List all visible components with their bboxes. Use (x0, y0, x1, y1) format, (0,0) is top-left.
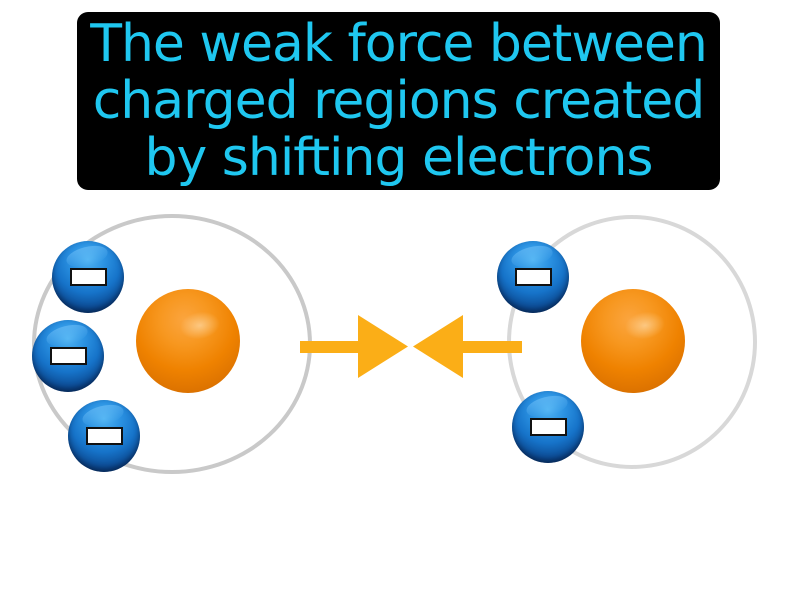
minus-icon (530, 418, 567, 436)
electron (32, 320, 104, 392)
electron (52, 241, 124, 313)
left-nucleus (136, 289, 240, 393)
minus-icon (50, 347, 87, 365)
definition-banner: The weak force between charged regions c… (77, 12, 720, 190)
arrow-left-icon (413, 315, 522, 378)
arrow-right-icon (300, 315, 408, 378)
minus-icon (86, 427, 123, 445)
electron (68, 400, 140, 472)
definition-line-1: The weak force between (90, 13, 708, 74)
electron (497, 241, 569, 313)
definition-line-3: by shifting electrons (144, 127, 653, 188)
definition-line-2: charged regions created (92, 70, 706, 131)
minus-icon (70, 268, 107, 286)
right-nucleus (581, 289, 685, 393)
electron (512, 391, 584, 463)
minus-icon (515, 268, 552, 286)
